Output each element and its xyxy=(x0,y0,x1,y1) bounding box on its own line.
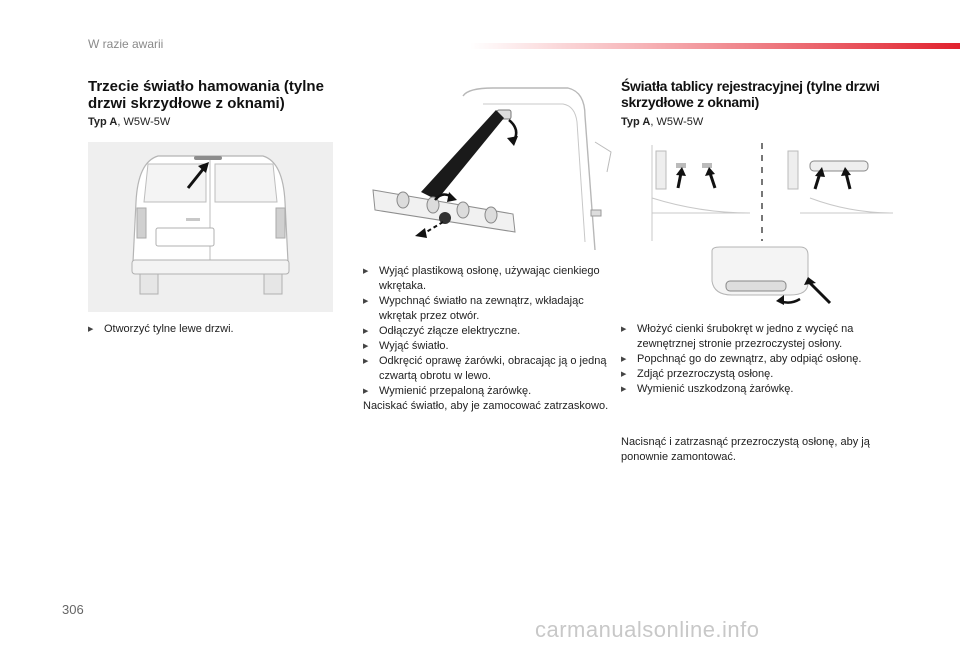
right-instructions: Włożyć cienki śrubokręt w jedno z wycięć… xyxy=(621,322,901,397)
watermark: carmanualsonline.info xyxy=(535,617,760,642)
middle-instructions: Wyjąć plastikową osłonę, używając cienki… xyxy=(363,264,618,414)
list-item: Otworzyć tylne lewe drzwi. xyxy=(88,322,338,337)
list-item: Wypchnąć światło na zewnątrz, wkładając … xyxy=(363,294,618,324)
list-item: Odkręcić oprawę żarówki, obracając ją o … xyxy=(363,354,618,384)
bulb-type-label: Typ A xyxy=(621,116,651,128)
plate-light-illustration xyxy=(651,143,893,305)
bulb-type-left: Typ A, W5W-5W xyxy=(88,116,170,128)
list-item: Wymienić uszkodzoną żarówkę. xyxy=(621,382,901,397)
brake-light-removal-illustration xyxy=(372,87,612,250)
page-number: 306 xyxy=(62,602,84,617)
list-item: Popchnąć go do zewnątrz, aby odpiąć osło… xyxy=(621,352,901,367)
right-note: Nacisnąć i zatrzasnąć przezroczystą osło… xyxy=(621,436,870,463)
list-item: Zdjąć przezroczystą osłonę. xyxy=(621,367,901,382)
bulb-type-label: Typ A xyxy=(88,116,118,128)
bulb-type-right: Typ A, W5W-5W xyxy=(621,116,703,128)
list-item: Włożyć cienki śrubokręt w jedno z wycięć… xyxy=(621,322,901,352)
heading-third-brake-light: Trzecie światło hamowania (tylne drzwi s… xyxy=(88,78,324,112)
list-item: Wyjąć plastikową osłonę, używając cienki… xyxy=(363,264,618,294)
section-title: W razie awarii xyxy=(88,37,164,51)
left-instructions: Otworzyć tylne lewe drzwi. xyxy=(88,322,338,337)
header-accent-bar xyxy=(470,43,960,49)
bulb-type-value: , W5W-5W xyxy=(650,116,704,128)
list-item: Wyjąć światło. xyxy=(363,339,618,354)
bulb-type-value: , W5W-5W xyxy=(117,116,171,128)
middle-note: Naciskać światło, aby je zamocować zatrz… xyxy=(363,400,609,412)
heading-plate-lights: Światła tablicy rejestracyjnej (tylne dr… xyxy=(621,78,880,110)
list-item: Odłączyć złącze elektryczne. xyxy=(363,324,618,339)
van-rear-illustration xyxy=(88,142,333,312)
list-item: Wymienić przepaloną żarówkę. xyxy=(363,384,618,399)
